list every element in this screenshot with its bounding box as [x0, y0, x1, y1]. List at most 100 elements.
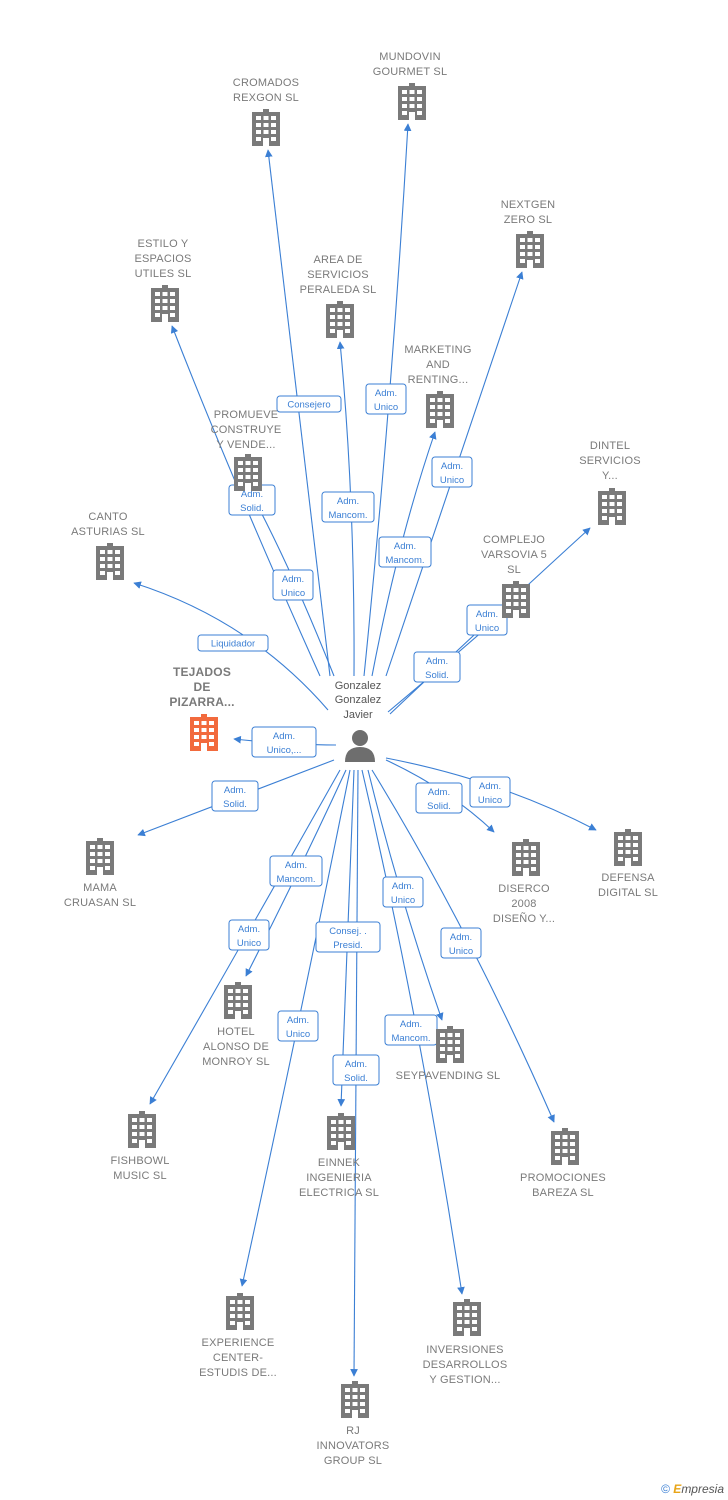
building-icon [436, 1026, 464, 1063]
edge-label-einnek[interactable]: Consej. .Presid. [315, 921, 381, 953]
edge-label-text: Unico [374, 402, 398, 413]
edge-label-text: Adm. [476, 609, 498, 620]
company-name-line: PERALEDA SL [300, 284, 377, 296]
company-name-line: MUNDOVIN [379, 51, 441, 63]
edge-label-area[interactable]: Adm.Mancom. [321, 491, 375, 523]
edge-label-text: Mancom. [391, 1033, 430, 1044]
company-name-line: MARKETING [404, 344, 471, 356]
edge-canto [133, 581, 329, 711]
building-icon [326, 301, 354, 338]
company-name-line: EINNEK [318, 1157, 361, 1169]
center-person[interactable]: Gonzalez Gonzalez Javier [335, 680, 381, 762]
company-name-line: VARSOVIA 5 [481, 549, 547, 561]
edge-label-text: Adm. [337, 496, 359, 507]
edge-label-text: Liquidador [211, 639, 255, 650]
edge-label-defensa[interactable]: Adm.Unico [469, 776, 511, 808]
edge-label-cromados[interactable]: Consejero [276, 395, 342, 413]
person-name-line-2: Gonzalez [335, 694, 381, 706]
building-icon-focus [190, 714, 218, 751]
edge-label-hotel[interactable]: Adm.Mancom. [269, 855, 323, 887]
edge-label-experience[interactable]: Adm.Unico [277, 1010, 319, 1042]
edge-label-promociones[interactable]: Adm.Unico [440, 927, 482, 959]
edge-label-tejados[interactable]: Adm.Unico,... [251, 726, 317, 758]
edge-label-diserco[interactable]: Adm.Solid. [415, 782, 463, 814]
edge-label-text: Unico [478, 795, 502, 806]
edge-label-seypa[interactable]: Adm.Unico [382, 876, 424, 908]
company-node-dintel[interactable]: DINTELSERVICIOSY... [579, 440, 641, 525]
company-name-line: CANTO [88, 511, 128, 523]
edge-label-marketing[interactable]: Adm.Mancom. [378, 536, 432, 568]
edge-label-text: Adm. [375, 388, 397, 399]
edge-label-text: Solid. [344, 1073, 368, 1084]
company-node-marketing[interactable]: MARKETINGANDRENTING... [404, 344, 471, 428]
company-name-line: ESTUDIS DE... [199, 1367, 277, 1379]
building-icon [512, 839, 540, 876]
edge-label-text: Adm. [450, 932, 472, 943]
copyright-icon: © [661, 1482, 670, 1496]
edge-label-box [277, 1010, 319, 1042]
edge-label-box [413, 651, 461, 683]
footer-brand[interactable]: © Empresia [661, 1482, 724, 1496]
edge-label-nextgen[interactable]: Adm.Unico [431, 456, 473, 488]
company-name-line: DEFENSA [601, 872, 655, 884]
company-node-tejados[interactable]: TEJADOSDEPIZARRA... [169, 665, 234, 751]
person-name-line-1: Gonzalez [335, 680, 381, 692]
company-name-line: AND [426, 359, 450, 371]
edge-label-fishbowl[interactable]: Adm.Unico [228, 919, 270, 951]
company-name-line: Y VENDE... [216, 439, 275, 451]
edge-label-text: Mancom. [385, 555, 424, 566]
edge-label-box [315, 921, 381, 953]
edge-label-mundovin[interactable]: Adm. Unico [365, 383, 407, 415]
company-name-line: COMPLEJO [483, 534, 545, 546]
company-name-line: SEYPAVENDING SL [396, 1070, 501, 1082]
edge-label-text: Adm. [282, 574, 304, 585]
company-name-line: DESARROLLOS [423, 1359, 508, 1371]
company-name-line: PIZARRA... [169, 695, 234, 709]
edge-label-promueve[interactable]: Adm.Unico [272, 569, 314, 601]
edge-label-text: Unico [475, 623, 499, 634]
edge-label-box [269, 855, 323, 887]
edge-label-text: Consejero [287, 400, 330, 411]
company-name-line: SERVICIOS [579, 455, 641, 467]
company-name-line: DIGITAL SL [598, 887, 658, 899]
edge-label-text: Solid. [427, 801, 451, 812]
edge-label-text: Solid. [223, 799, 247, 810]
company-name-line: ELECTRICA SL [299, 1187, 379, 1199]
company-node-seypa[interactable]: SEYPAVENDING SL [396, 1026, 501, 1082]
edge-label-rj[interactable]: Adm.Solid. [332, 1054, 380, 1086]
company-name-line: ESTILO Y [138, 238, 189, 250]
company-name-line: Y... [602, 470, 618, 482]
company-name-line: SERVICIOS [307, 269, 369, 281]
edge-label-mama[interactable]: Adm.Solid. [211, 780, 259, 812]
edge-label-box [378, 536, 432, 568]
building-icon [398, 83, 426, 120]
company-name-line: DISEÑO Y... [493, 912, 555, 925]
edge-label-inversiones[interactable]: Adm.Mancom. [384, 1014, 438, 1046]
edge-label-box [272, 569, 314, 601]
edge-label-box [466, 604, 508, 636]
edge-label-dintel[interactable]: Adm.Solid. [413, 651, 461, 683]
edge-label-complejo[interactable]: Adm. Unico [466, 604, 508, 636]
building-icon [224, 982, 252, 1019]
edge-label-canto[interactable]: Liquidador [197, 634, 269, 652]
building-icon [234, 454, 262, 491]
company-node-defensa[interactable]: DEFENSA DIGITAL SL [598, 829, 658, 899]
